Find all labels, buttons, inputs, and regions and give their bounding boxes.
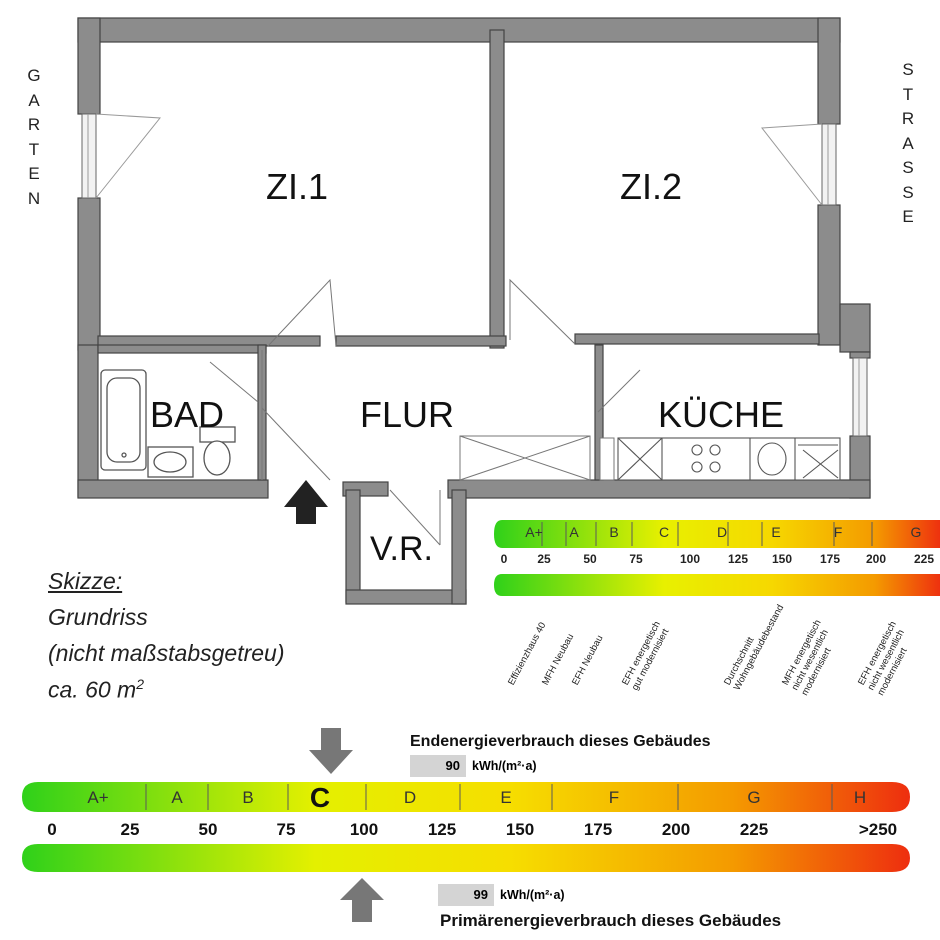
large-scale-tick: 100: [349, 820, 379, 839]
primary-energy-value-box: 99: [438, 884, 494, 906]
entrance-arrow-icon: [284, 480, 328, 524]
small-scale-class: A: [569, 524, 579, 540]
small-scale-class: E: [771, 524, 781, 540]
primary-energy-title: Primärenergieverbrauch dieses Gebäudes: [440, 911, 782, 930]
large-scale-class: G: [747, 788, 761, 807]
small-scale-tick: 150: [771, 552, 793, 566]
garten-letter: G: [27, 66, 41, 85]
room-flur-label: FLUR: [360, 394, 455, 435]
large-scale-tick: 50: [198, 820, 218, 839]
large-scale-tick: 75: [276, 820, 296, 839]
small-scale-tick: 200: [865, 552, 887, 566]
small-scale-tick: 75: [629, 552, 643, 566]
strasse-letter: R: [901, 109, 915, 128]
large-scale-class: B: [242, 788, 254, 807]
large-energy-scale: [22, 782, 910, 872]
end-energy-title: Endenergieverbrauch dieses Gebäudes: [410, 733, 711, 750]
large-scale-class: E: [500, 788, 512, 807]
up-arrow-icon: [340, 878, 384, 922]
large-scale-tick: 125: [427, 820, 457, 839]
floor-plan: [77, 17, 871, 605]
strasse-letter: S: [902, 182, 914, 202]
end-energy-unit: kWh/(m²·a): [472, 759, 537, 773]
small-scale-reference-label: EFH energetisch nicht wesentlich moderni…: [856, 619, 910, 698]
garten-letter: E: [28, 164, 40, 183]
large-scale-class: F: [608, 788, 620, 807]
small-scale-reference-label: Durchschnitt Wohngebäudebestand: [722, 602, 787, 693]
large-scale-class: H: [853, 788, 867, 807]
small-scale-reference-label: EFH energetisch gut modernisiert: [620, 619, 672, 693]
garten-letter: R: [27, 115, 41, 134]
small-scale-class: G: [910, 524, 922, 540]
garten-letter: T: [28, 139, 40, 159]
sketch-area-value: ca. 60 m: [48, 676, 137, 703]
small-scale-tick: 225: [913, 552, 935, 566]
sketch-area-sup: 2: [136, 676, 145, 692]
small-scale-tick: 175: [819, 552, 841, 566]
strasse-letter: T: [902, 84, 914, 104]
sketch-line2: (nicht maßstabsgetreu): [48, 640, 285, 666]
end-energy-value-box: 90: [410, 755, 466, 777]
large-scale-tick: 225: [739, 820, 769, 839]
small-scale-class: D: [716, 524, 728, 540]
end-energy-value: 90: [445, 758, 460, 773]
large-scale-tick: >250: [858, 820, 898, 839]
room-bad-label: BAD: [150, 394, 225, 435]
small-scale-reference-label: MFH energetisch nicht wesentlich moderni…: [780, 618, 834, 698]
large-scale-tick: 200: [661, 820, 691, 839]
large-scale-tick: 25: [120, 820, 140, 839]
small-scale-class: A+: [525, 524, 543, 540]
small-scale-class: F: [833, 524, 843, 540]
garten-letter: A: [28, 90, 40, 110]
room-vr-label: V.R.: [370, 530, 434, 568]
small-scale-tick: 0: [500, 552, 508, 566]
small-scale-tick: 50: [583, 552, 597, 566]
garten-letter: N: [27, 188, 41, 208]
strasse-letter: S: [902, 158, 914, 177]
primary-energy-unit: kWh/(m²·a): [500, 888, 565, 902]
strasse-letter: S: [902, 60, 914, 79]
large-scale-class: C: [309, 782, 331, 813]
large-scale-class: D: [403, 788, 417, 807]
small-scale-tick: 125: [727, 552, 749, 566]
large-scale-tick: 150: [505, 820, 535, 839]
small-scale-class: B: [609, 524, 619, 540]
small-scale-class: C: [658, 524, 670, 540]
sketch-area: ca. 60 m2: [48, 676, 144, 704]
room-zi1-label: ZI.1: [266, 166, 329, 207]
large-scale-class: A+: [87, 788, 109, 807]
large-scale-tick: 175: [583, 820, 613, 839]
down-arrow-icon: [309, 728, 353, 774]
strasse-letter: E: [902, 207, 914, 226]
sketch-title: Skizze:: [48, 568, 123, 594]
small-scale-tick: 25: [537, 552, 551, 566]
sketch-line1: Grundriss: [48, 604, 148, 630]
large-scale-tick: 0: [47, 820, 57, 839]
room-zi2-label: ZI.2: [620, 166, 683, 207]
primary-energy-value: 99: [473, 887, 488, 902]
room-kueche-label: KÜCHE: [658, 394, 785, 435]
large-scale-class: A: [171, 788, 183, 807]
small-scale-tick: 100: [679, 552, 701, 566]
small-energy-scale: [494, 520, 940, 596]
strasse-letter: A: [902, 133, 914, 153]
